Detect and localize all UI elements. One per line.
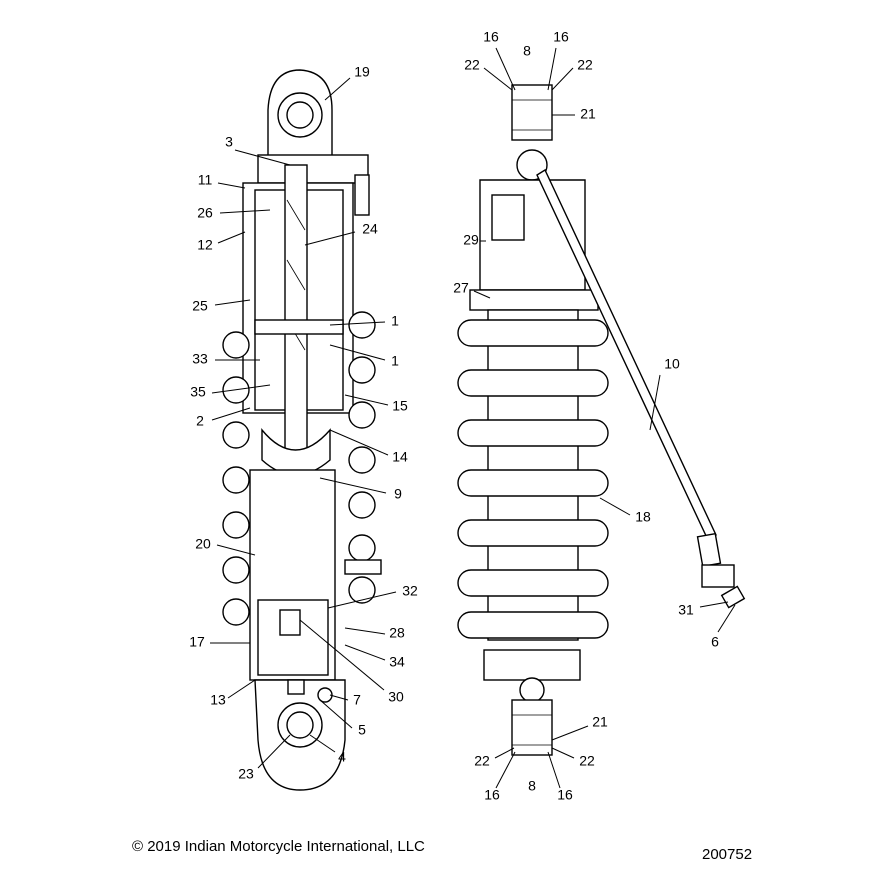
callout: 13	[210, 692, 226, 708]
callout: 16	[553, 29, 569, 45]
callout: 8	[528, 778, 536, 794]
callout: 16	[557, 787, 573, 803]
callouts-left: 19 3 11 26 12 24 25 1 1 33 35 15 2 14 9 …	[189, 64, 418, 782]
callout: 35	[190, 384, 206, 400]
callout: 33	[192, 351, 208, 367]
callout: 22	[464, 57, 480, 73]
callout: 22	[579, 753, 595, 769]
right-spring-coils	[457, 319, 609, 639]
callout: 18	[635, 509, 651, 525]
callout: 23	[238, 766, 254, 782]
callout: 29	[463, 232, 479, 248]
callout: 32	[402, 583, 418, 599]
callout: 3	[225, 134, 233, 150]
callout: 21	[592, 714, 608, 730]
callout: 26	[197, 205, 213, 221]
callout: 22	[577, 57, 593, 73]
callout: 15	[392, 398, 408, 414]
callout: 12	[197, 237, 213, 253]
callout: 22	[474, 753, 490, 769]
callout: 14	[392, 449, 408, 465]
callout: 28	[389, 625, 405, 641]
callouts-right: 16 8 16 22 22 21 29 27 10 18 31 6 21 22 …	[453, 29, 719, 803]
callout: 10	[664, 356, 680, 372]
callout: 27	[453, 280, 469, 296]
callout: 11	[198, 172, 213, 188]
callout: 5	[358, 722, 366, 738]
callout: 17	[189, 634, 205, 650]
callout: 1	[391, 313, 399, 329]
callout: 24	[362, 221, 378, 237]
callout: 4	[338, 749, 346, 765]
leader-lines	[210, 47, 736, 789]
callout: 20	[195, 536, 211, 552]
callout: 21	[580, 106, 596, 122]
callout: 25	[192, 298, 208, 314]
callout: 2	[196, 413, 204, 429]
left-spring-coils	[222, 311, 376, 626]
figure-number: 200752	[702, 846, 753, 863]
callout: 16	[484, 787, 500, 803]
callout: 16	[483, 29, 499, 45]
callout: 1	[391, 353, 399, 369]
copyright-notice: © 2019 Indian Motorcycle International, …	[132, 838, 425, 855]
left-shock-cutaway	[222, 69, 382, 791]
callout: 8	[523, 43, 531, 59]
callout: 7	[353, 692, 361, 708]
callout: 19	[354, 64, 370, 80]
callout: 34	[389, 654, 405, 670]
callout: 30	[388, 689, 404, 705]
right-shock-exterior	[457, 84, 746, 756]
callout: 6	[711, 634, 719, 650]
callout: 31	[678, 602, 694, 618]
callout: 9	[394, 486, 402, 502]
